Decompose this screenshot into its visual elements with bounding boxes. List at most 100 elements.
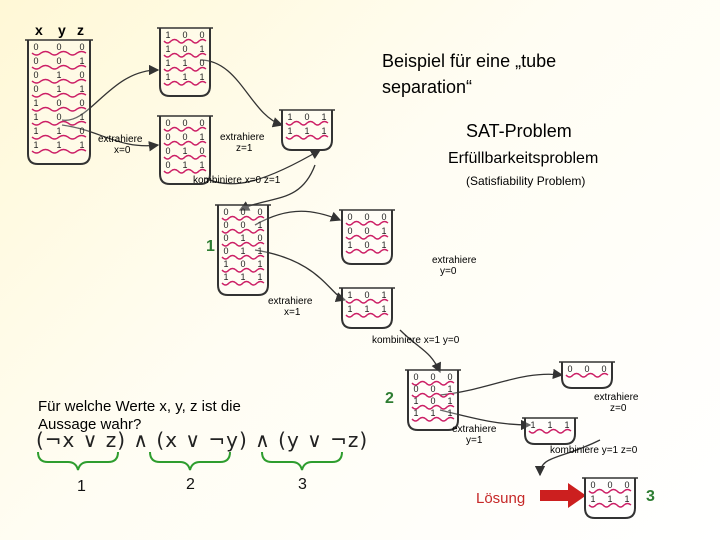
tube-bit: 0 (430, 384, 435, 394)
dna-strand (588, 502, 632, 508)
tube-bit: 0 (347, 212, 352, 222)
tube-bit: 1 (199, 160, 204, 170)
tube-bit: 1 (165, 44, 170, 54)
loesung-label: Lösung (476, 490, 526, 507)
dna-strand (528, 428, 572, 434)
tube-bit: 0 (240, 259, 245, 269)
label-combine-x1-y0: kombiniere x=1 y=0 (372, 335, 460, 346)
tube-bit: 0 (165, 146, 170, 156)
tube-outline (584, 478, 636, 519)
tube-bit: 1 (257, 259, 262, 269)
tube-bit: 1 (287, 112, 292, 122)
solution-arrow (540, 483, 586, 508)
tube-bit: 0 (182, 44, 187, 54)
dna-strand (163, 126, 207, 132)
dna-strand (221, 228, 265, 234)
tube-bit: 0 (601, 364, 606, 374)
dna-strand (163, 154, 207, 160)
tube-bit: 0 (430, 372, 435, 382)
dna-strand (163, 38, 207, 44)
tube-bit: 0 (33, 84, 38, 94)
tube-outline (159, 28, 211, 97)
clause-number-1: 1 (77, 478, 86, 495)
tube-bit: 0 (223, 220, 228, 230)
tube-bit: 0 (364, 212, 369, 222)
tube-bit: 1 (79, 84, 84, 94)
dna-strand (345, 312, 389, 318)
tube-bit: 0 (182, 30, 187, 40)
tube-bit: 1 (182, 72, 187, 82)
tube-bit: 0 (223, 233, 228, 243)
tube-bit: 1 (33, 140, 38, 150)
tube-bit: 1 (79, 112, 84, 122)
tube-bit: 1 (607, 494, 612, 504)
erfuellbarkeit-label: Erfüllbarkeitsproblem (448, 150, 599, 167)
tube-bit: 1 (199, 72, 204, 82)
dna-strand (285, 134, 329, 140)
dna-strand (345, 248, 389, 254)
tube-bit: 0 (165, 132, 170, 142)
header-y: y (58, 22, 66, 38)
title-line-2: separation“ (382, 77, 473, 97)
connector-to-step1 (238, 164, 316, 211)
tube-bit: 1 (304, 126, 309, 136)
tube-bit: 0 (79, 70, 84, 80)
dna-strand (31, 148, 87, 154)
tube-bit: 1 (56, 140, 61, 150)
tube-bit: 1 (287, 126, 292, 136)
tube-bit: 1 (33, 98, 38, 108)
tube-outline (281, 110, 333, 151)
tube-bit: 1 (321, 112, 326, 122)
tube-bit: 0 (223, 246, 228, 256)
tube-bit: 1 (33, 112, 38, 122)
connector-step2-to-y1 (439, 409, 532, 431)
tube-bit: 0 (607, 480, 612, 490)
dna-strand (221, 215, 265, 221)
tube-bit: 0 (182, 118, 187, 128)
tube-bit: 1 (165, 30, 170, 40)
connector-combine-y1-z0 (534, 439, 601, 477)
tube-bit: 1 (165, 58, 170, 68)
tube-bit: 1 (240, 233, 245, 243)
tube-bit: 0 (624, 480, 629, 490)
dna-strand (565, 372, 609, 378)
satisfiability-label: (Satisfiability Problem) (466, 174, 586, 188)
dna-strand (163, 80, 207, 86)
dna-strand (411, 416, 455, 422)
tube-bit: 0 (56, 112, 61, 122)
tube-bit: 0 (304, 112, 309, 122)
tube-bit: 1 (530, 420, 535, 430)
tube-bit: 0 (381, 212, 386, 222)
tube-bit: 1 (257, 272, 262, 282)
tube-bit: 1 (182, 160, 187, 170)
step-number-2: 2 (385, 390, 394, 407)
connector-start-to-x0 (61, 124, 160, 152)
sat-formula: (¬x ∨ z) ∧ (x ∨ ¬y) ∧ (y ∨ ¬z) (36, 428, 369, 452)
label-extract-y0-2: y=0 (440, 266, 457, 277)
dna-strand (285, 120, 329, 126)
tube-bit: 1 (430, 408, 435, 418)
sat-problem-label: SAT-Problem (466, 121, 572, 141)
tube-bit: 1 (624, 494, 629, 504)
connector-lines (61, 59, 601, 477)
tube-outline (27, 40, 91, 165)
dna-strand (221, 267, 265, 273)
tube-bit: 1 (381, 226, 386, 236)
tube-bit: 1 (240, 272, 245, 282)
label-extract-z0-2: z=0 (610, 403, 627, 414)
tube-bit: 1 (182, 58, 187, 68)
tube-bit: 1 (182, 146, 187, 156)
label-extract-z1-2: z=1 (236, 143, 253, 154)
tube-bit: 0 (56, 42, 61, 52)
label-extract-x0-1: extrahiere (98, 134, 143, 145)
tube-bit: 1 (564, 420, 569, 430)
tube-bit: 0 (364, 290, 369, 300)
tube-bit: 0 (56, 56, 61, 66)
